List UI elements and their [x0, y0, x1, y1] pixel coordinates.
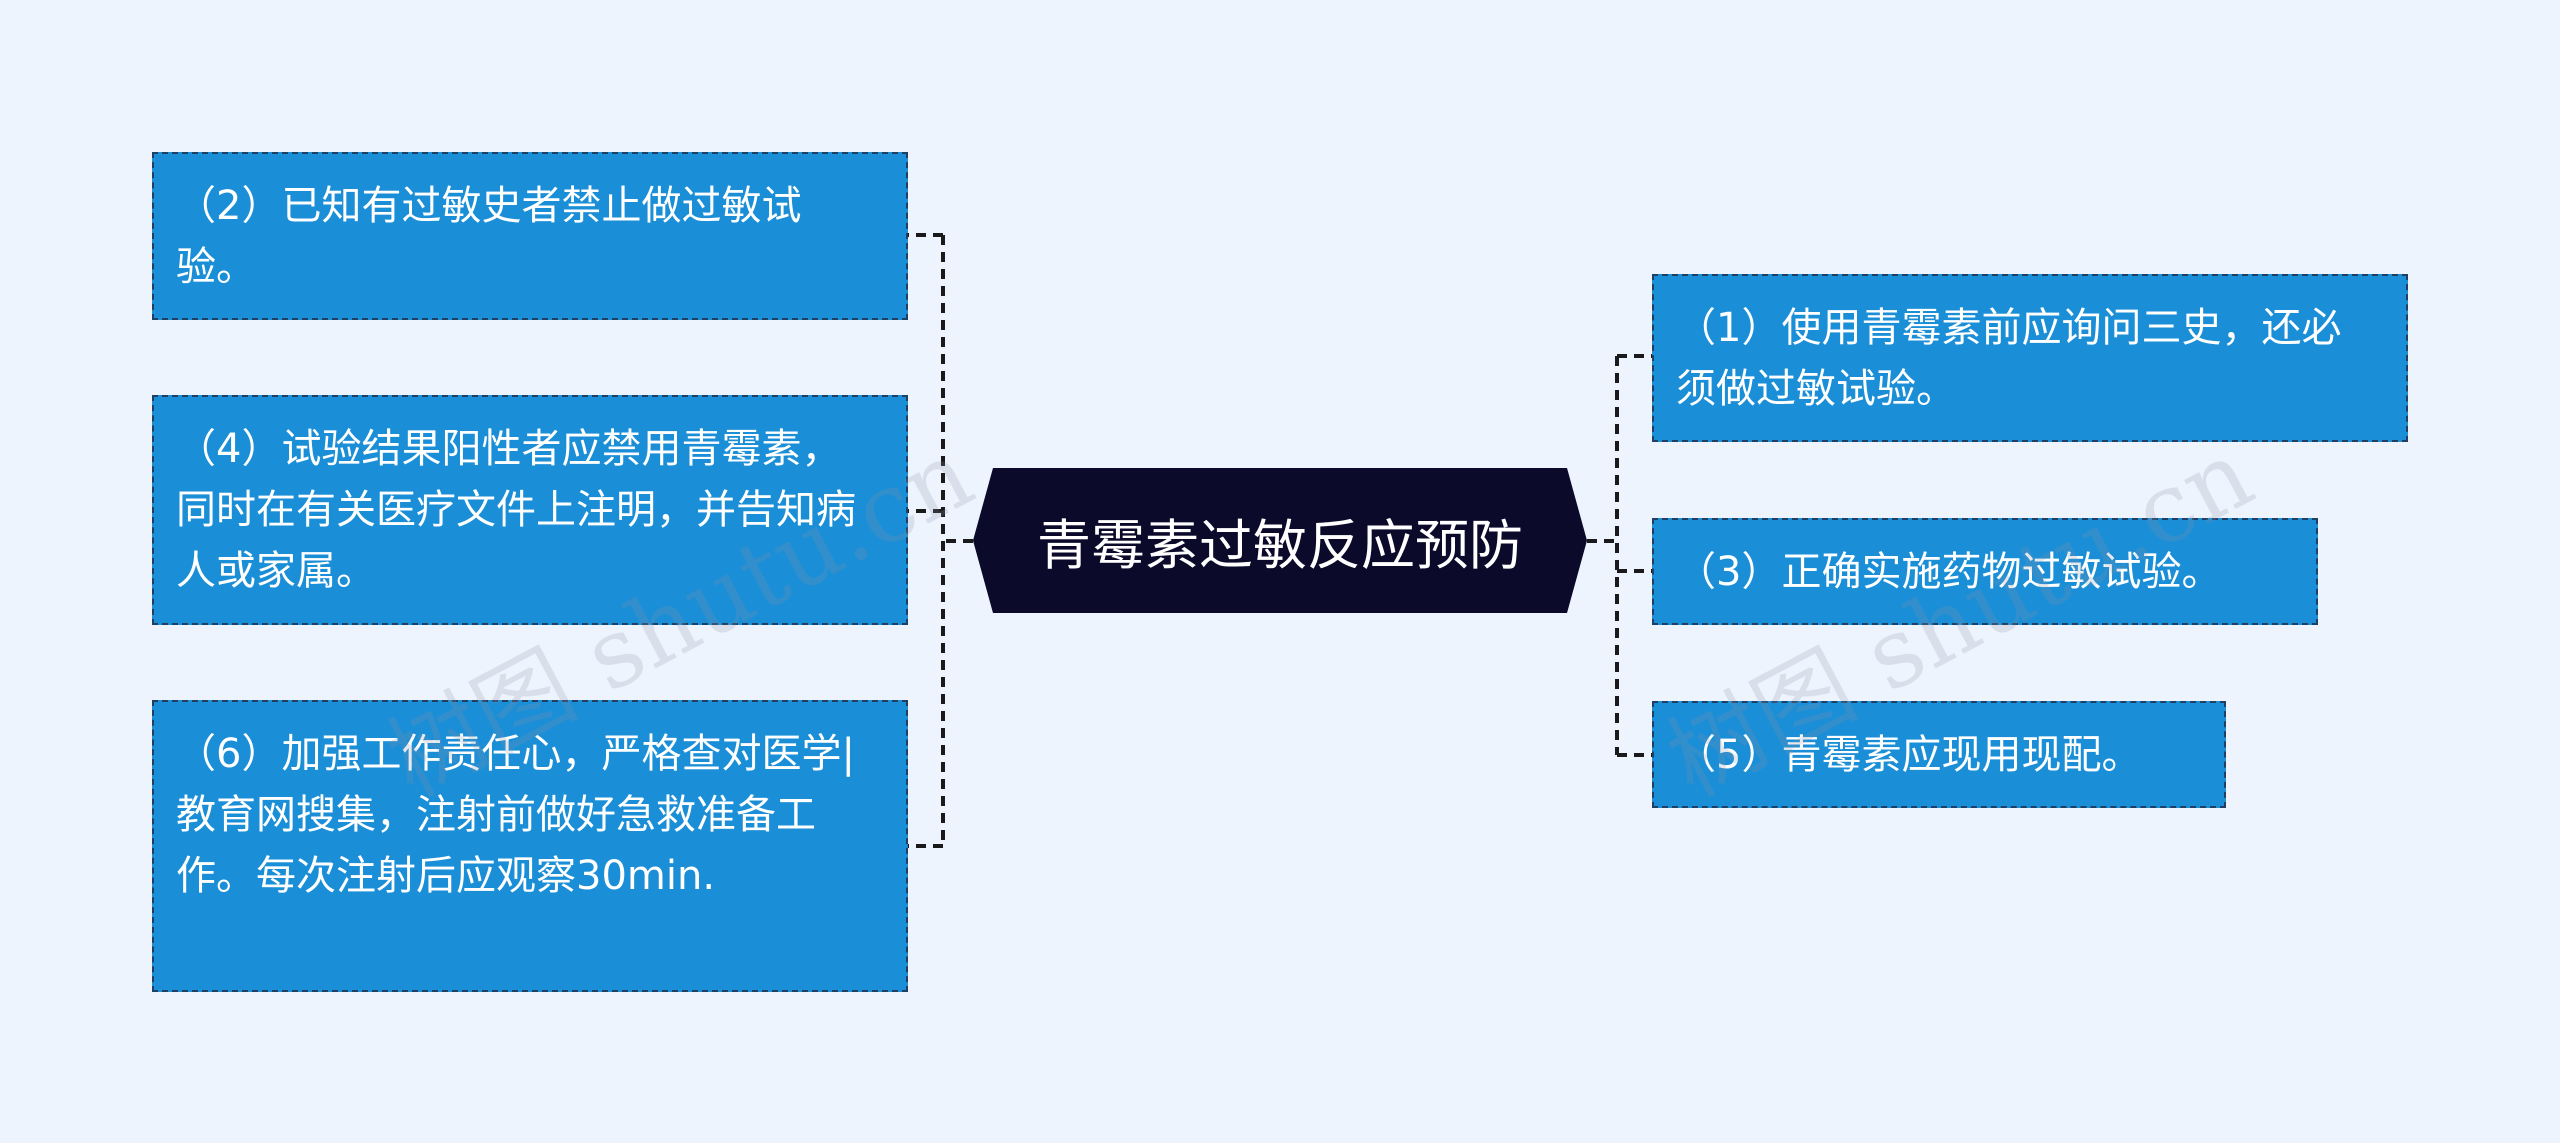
topic-node-label: （5）青霉素应现用现配。 — [1676, 732, 2142, 778]
topic-node-item-5[interactable]: （5）青霉素应现用现配。 — [1652, 701, 2226, 808]
topic-node-item-2[interactable]: （2）已知有过敏史者禁止做过敏试验。 — [152, 152, 908, 320]
topic-node-label: （4）试验结果阳性者应禁用青霉素，同时在有关医疗文件上注明，并告知病人或家属。 — [176, 426, 856, 594]
topic-node-item-6[interactable]: （6）加强工作责任心，严格查对医学|教育网搜集，注射前做好急救准备工作。每次注射… — [152, 700, 908, 992]
central-topic-label: 青霉素过敏反应预防 — [1037, 514, 1523, 577]
topic-node-item-1[interactable]: （1）使用青霉素前应询问三史，还必须做过敏试验。 — [1652, 274, 2408, 442]
topic-node-item-3[interactable]: （3）正确实施药物过敏试验。 — [1652, 518, 2318, 625]
topic-node-label: （1）使用青霉素前应询问三史，还必须做过敏试验。 — [1676, 305, 2342, 412]
topic-node-label: （2）已知有过敏史者禁止做过敏试验。 — [176, 183, 802, 290]
topic-node-item-4[interactable]: （4）试验结果阳性者应禁用青霉素，同时在有关医疗文件上注明，并告知病人或家属。 — [152, 395, 908, 625]
central-topic[interactable]: 青霉素过敏反应预防 — [973, 468, 1587, 613]
topic-node-label: （3）正确实施药物过敏试验。 — [1676, 549, 2222, 595]
central-topic-shape — [973, 468, 1587, 613]
topic-node-label: （6）加强工作责任心，严格查对医学|教育网搜集，注射前做好急救准备工作。每次注射… — [176, 731, 855, 899]
